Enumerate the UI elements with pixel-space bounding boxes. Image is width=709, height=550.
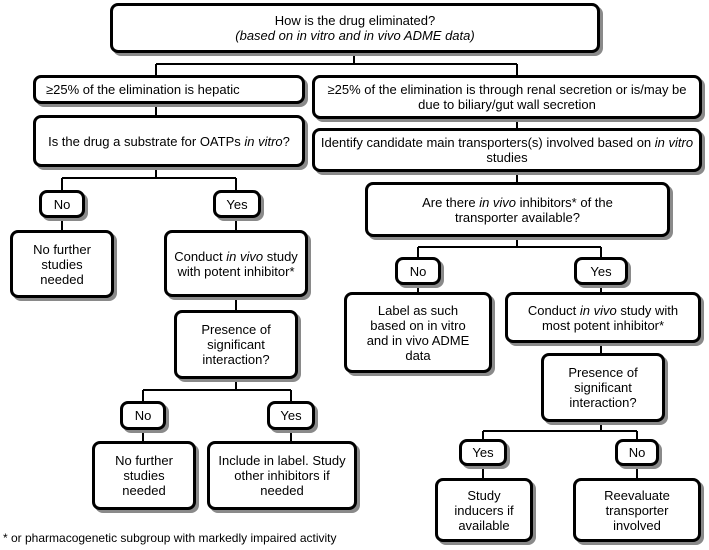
conduct-left-em: in vivo xyxy=(226,248,264,264)
significant-interaction-question-text-right: Presence of significant interaction? xyxy=(568,365,638,410)
conduct-right-end: study with most potent inhibitor* xyxy=(541,302,679,333)
identify-transporters-text: Identify candidate main transporters(s) … xyxy=(319,135,695,165)
oatp-question-em: in vitro xyxy=(244,133,283,149)
oatp-question-end: ? xyxy=(282,133,290,149)
label-as-such-box: Label as such based on in vitro and in v… xyxy=(344,292,492,373)
conduct-left-lead: Conduct xyxy=(174,248,227,264)
inhibitors-yes-box: Yes xyxy=(574,257,628,285)
oatp-yes-label: Yes xyxy=(226,196,248,212)
inhib-em: in vivo xyxy=(479,194,517,210)
label-as-such-text: Label as such based on in vitro and in v… xyxy=(366,302,470,363)
interaction-yes-label-right: Yes xyxy=(472,445,494,460)
inhibitors-yes-label: Yes xyxy=(590,263,612,279)
inhibitors-no-box: No xyxy=(395,257,441,285)
oatp-substrate-question-text: Is the drug a substrate for OATPs in vit… xyxy=(48,134,290,149)
hepatic-elimination-text: ≥25% of the elimination is hepatic xyxy=(46,82,240,97)
study-inducers-text: Study inducers if available xyxy=(454,487,514,533)
significant-interaction-question-text-left: Presence of significant interaction? xyxy=(201,322,271,367)
conduct-left-end: study with potent inhibitor* xyxy=(177,248,298,279)
identify-lead: Identify candidate main transporters(s) … xyxy=(320,135,655,150)
root-question-line2: (based on in vitro and in vivo ADME data… xyxy=(235,28,474,43)
oatp-substrate-question-box: Is the drug a substrate for OATPs in vit… xyxy=(33,115,305,167)
oatp-no-label: No xyxy=(53,196,71,212)
interaction-yes-label-left: Yes xyxy=(280,408,302,423)
root-question-line2-mid: and xyxy=(335,28,364,43)
no-further-studies-box-1: No further studies needed xyxy=(10,230,114,298)
root-question-line1: How is the drug eliminated? xyxy=(274,13,436,28)
oatp-yes-box: Yes xyxy=(213,190,261,218)
include-in-label-text: Include in label. Study other inhibitors… xyxy=(218,453,346,498)
interaction-yes-box-right: Yes xyxy=(459,439,507,466)
renal-elimination-box: ≥25% of the elimination is through renal… xyxy=(312,75,702,119)
root-question-em-invitro: in vitro xyxy=(296,28,335,43)
renal-elimination-text: ≥25% of the elimination is through renal… xyxy=(327,82,687,112)
include-in-label-box: Include in label. Study other inhibitors… xyxy=(207,441,357,510)
inhibitors-available-question-box: Are there in vivo inhibitors* of the tra… xyxy=(365,182,670,237)
identify-transporters-box: Identify candidate main transporters(s) … xyxy=(312,128,702,172)
no-further-studies-box-2: No further studies needed xyxy=(92,441,196,510)
root-question-line2-close: ADME data) xyxy=(400,28,475,43)
identify-end: studies xyxy=(486,150,528,165)
conduct-in-vivo-study-text-right: Conduct in vivo study with most potent i… xyxy=(518,303,688,333)
oatp-no-box: No xyxy=(39,190,85,218)
conduct-in-vivo-study-box-right: Conduct in vivo study with most potent i… xyxy=(505,292,701,343)
reevaluate-transporter-text: Reevaluate transporter involved xyxy=(604,487,670,533)
significant-interaction-question-box-right: Presence of significant interaction? xyxy=(541,353,665,422)
significant-interaction-question-box-left: Presence of significant interaction? xyxy=(174,310,298,379)
reevaluate-transporter-box: Reevaluate transporter involved xyxy=(573,478,701,542)
conduct-right-lead: Conduct xyxy=(527,302,580,318)
conduct-right-em: in vivo xyxy=(579,302,617,318)
interaction-no-box-right: No xyxy=(615,439,659,466)
interaction-yes-box-left: Yes xyxy=(267,401,315,430)
inhibitors-no-label: No xyxy=(409,263,427,279)
conduct-in-vivo-study-box-left: Conduct in vivo study with potent inhibi… xyxy=(164,230,308,297)
interaction-no-box-left: No xyxy=(120,401,166,430)
root-question-line2-open: (based on xyxy=(235,28,297,43)
interaction-no-label-right: No xyxy=(628,445,646,460)
root-question-em-invivo: in vivo xyxy=(363,28,401,43)
identify-em: in vitro xyxy=(654,135,694,150)
no-further-studies-text-2: No further studies needed xyxy=(115,453,173,498)
interaction-no-label-left: No xyxy=(134,408,152,423)
conduct-in-vivo-study-text-left: Conduct in vivo study with potent inhibi… xyxy=(171,249,301,279)
no-further-studies-text-1: No further studies needed xyxy=(33,241,91,287)
oatp-question-lead: Is the drug a substrate for OATPs xyxy=(48,133,245,149)
study-inducers-box: Study inducers if available xyxy=(435,478,533,542)
root-question-box: How is the drug eliminated? (based on in… xyxy=(110,3,600,53)
hepatic-elimination-box: ≥25% of the elimination is hepatic xyxy=(33,75,305,104)
inhib-lead: Are there xyxy=(422,194,480,210)
inhib-end: inhibitors* of the transporter available… xyxy=(454,194,613,225)
inhibitors-available-question-text: Are there in vivo inhibitors* of the tra… xyxy=(396,195,639,225)
footnote: * or pharmacogenetic subgroup with marke… xyxy=(3,531,337,545)
